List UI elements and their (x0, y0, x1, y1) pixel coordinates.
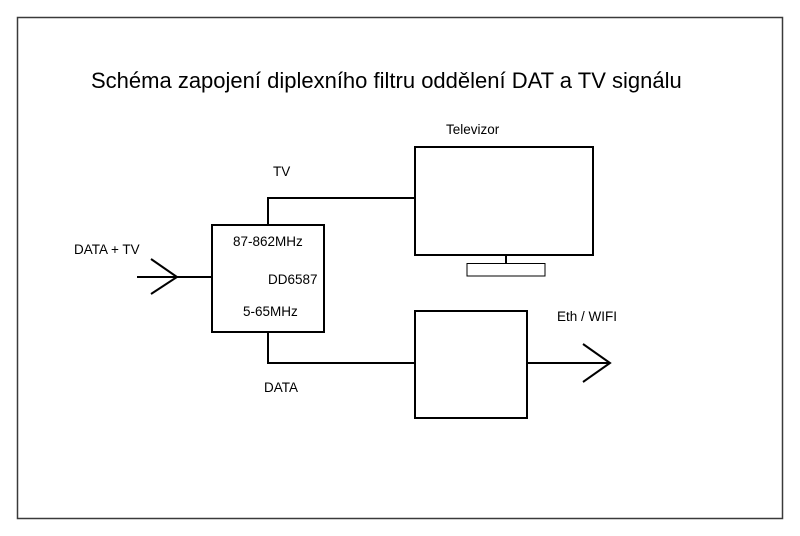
television-stand (466, 263, 546, 277)
diagram-title: Schéma zapojení diplexního filtru odděle… (91, 68, 682, 93)
output-arrow-head (582, 343, 612, 383)
input-label: DATA + TV (74, 242, 140, 257)
filter-model-label: DD6587 (268, 272, 318, 287)
data-wire-label: DATA (264, 380, 299, 395)
tv-wire-label: TV (273, 164, 291, 179)
diagram-border (16, 16, 784, 520)
modem-box (414, 310, 528, 419)
diplex-filter-box (211, 224, 325, 333)
filter-low-band-label: 5-65MHz (243, 304, 298, 319)
television-screen (414, 146, 594, 256)
television-label: Televizor (446, 122, 500, 137)
filter-high-band-label: 87-862MHz (233, 234, 303, 249)
data-wire (267, 332, 415, 364)
output-label: Eth / WIFI (557, 309, 618, 324)
input-arrow-head (150, 258, 179, 295)
tv-wire (267, 197, 415, 225)
